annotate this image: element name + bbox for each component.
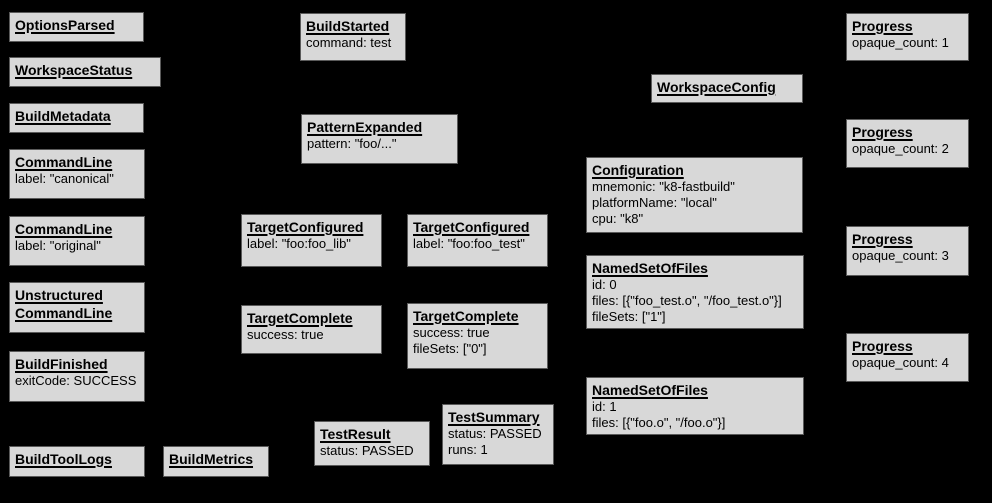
node-detail: mnemonic: "k8-fastbuild" <box>592 179 735 194</box>
node-title: Progress <box>852 18 913 34</box>
node-title: BuildToolLogs <box>15 451 112 467</box>
node-workspace-status: WorkspaceStatus <box>9 57 161 87</box>
node-detail: success: true <box>413 325 490 340</box>
node-detail: command: test <box>306 35 392 50</box>
node-detail: id: 0 <box>592 277 617 292</box>
node-title: CommandLine <box>15 305 113 321</box>
node-workspace-config: WorkspaceConfig <box>651 74 803 103</box>
node-title: TargetConfigured <box>247 219 364 235</box>
node-detail: label: "canonical" <box>15 171 114 186</box>
node-options-parsed: OptionsParsed <box>9 12 144 42</box>
node-detail: status: PASSED <box>320 443 414 458</box>
node-detail: fileSets: ["1"] <box>592 309 666 324</box>
node-detail: success: true <box>247 327 324 342</box>
node-detail: opaque_count: 1 <box>852 35 949 50</box>
node-title: TargetComplete <box>413 308 519 324</box>
node-title: WorkspaceConfig <box>657 79 776 95</box>
node-detail: cpu: "k8" <box>592 211 644 226</box>
node-title: Configuration <box>592 162 684 178</box>
node-title: WorkspaceStatus <box>15 62 133 78</box>
node-detail: pattern: "foo/..." <box>307 136 397 151</box>
node-title: BuildMetrics <box>169 451 254 467</box>
node-detail: files: [{"foo_test.o", "/foo_test.o"}] <box>592 293 782 308</box>
node-detail: opaque_count: 2 <box>852 141 949 156</box>
node-detail: platformName: "local" <box>592 195 717 210</box>
node-title: BuildStarted <box>306 18 390 34</box>
node-detail: id: 1 <box>592 399 617 414</box>
node-title: OptionsParsed <box>15 17 115 33</box>
node-build-metrics: BuildMetrics <box>163 446 269 477</box>
node-title: Unstructured <box>15 287 103 303</box>
node-build-tool-logs: BuildToolLogs <box>9 446 145 477</box>
node-title: TargetComplete <box>247 310 353 326</box>
node-title: BuildMetadata <box>15 108 111 124</box>
node-title: NamedSetOfFiles <box>592 260 708 276</box>
node-title: NamedSetOfFiles <box>592 382 708 398</box>
node-title: TargetConfigured <box>413 219 530 235</box>
node-title: Progress <box>852 124 913 140</box>
node-detail: exitCode: SUCCESS <box>15 373 137 388</box>
node-detail: status: PASSED <box>448 426 542 441</box>
node-title: BuildFinished <box>15 356 108 372</box>
node-title: PatternExpanded <box>307 119 423 135</box>
node-detail: opaque_count: 4 <box>852 355 949 370</box>
node-detail: label: "original" <box>15 238 101 253</box>
node-detail: label: "foo:foo_test" <box>413 236 525 251</box>
node-detail: label: "foo:foo_lib" <box>247 236 351 251</box>
node-title: CommandLine <box>15 154 113 170</box>
node-detail: opaque_count: 3 <box>852 248 949 263</box>
node-detail: files: [{"foo.o", "/foo.o"}] <box>592 415 726 430</box>
node-detail: fileSets: ["0"] <box>413 341 487 356</box>
node-title: TestSummary <box>448 409 540 425</box>
node-detail: runs: 1 <box>448 442 488 457</box>
node-title: Progress <box>852 338 913 354</box>
node-title: TestResult <box>320 426 391 442</box>
node-build-metadata: BuildMetadata <box>9 103 144 133</box>
node-title: CommandLine <box>15 221 113 237</box>
node-title: Progress <box>852 231 913 247</box>
